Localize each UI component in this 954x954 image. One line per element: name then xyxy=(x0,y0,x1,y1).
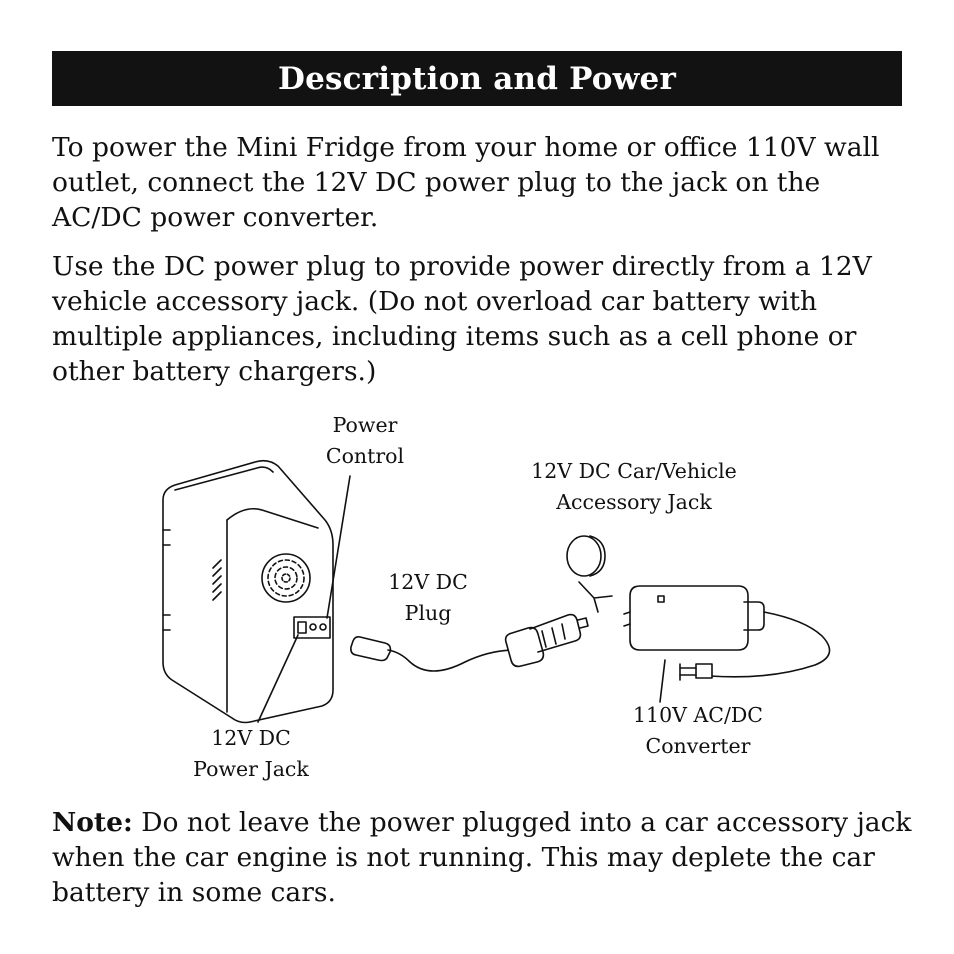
label-dc-plug-line2: Plug xyxy=(404,601,452,625)
label-converter-line1: 110V AC/DC xyxy=(633,703,763,727)
label-dc-plug-line1: 12V DC xyxy=(388,570,468,594)
label-dc-power-jack-line2: Power Jack xyxy=(193,757,309,781)
note-text: Do not leave the power plugged into a ca… xyxy=(52,807,912,908)
note-label: Note: xyxy=(52,807,133,838)
dc-plug-cable xyxy=(350,613,589,672)
label-power-control-line1: Power xyxy=(332,413,398,437)
note-paragraph: Note: Do not leave the power plugged int… xyxy=(52,805,912,910)
label-dc-power-jack: 12V DC Power Jack xyxy=(180,723,322,785)
label-converter: 110V AC/DC Converter xyxy=(620,700,776,762)
label-dc-power-jack-line1: 12V DC xyxy=(211,726,291,750)
label-converter-line2: Converter xyxy=(645,734,751,758)
label-power-control-line2: Control xyxy=(325,444,405,468)
label-dc-plug: 12V DC Plug xyxy=(372,567,484,629)
paragraph-home-power: To power the Mini Fridge from your home … xyxy=(52,132,880,233)
acdc-converter xyxy=(623,585,831,681)
car-accessory-jack xyxy=(566,535,606,577)
label-car-accessory-jack: 12V DC Car/Vehicle Accessory Jack xyxy=(518,456,750,518)
paragraph-vehicle-power: Use the DC power plug to provide power d… xyxy=(52,251,872,387)
mini-fridge-illustration xyxy=(162,459,334,724)
label-power-control: Power Control xyxy=(318,410,412,472)
label-car-jack-line2: Accessory Jack xyxy=(556,490,712,514)
section-header-bar: Description and Power xyxy=(52,51,902,106)
section-title: Description and Power xyxy=(277,60,676,97)
label-car-jack-line1: 12V DC Car/Vehicle xyxy=(531,459,737,483)
